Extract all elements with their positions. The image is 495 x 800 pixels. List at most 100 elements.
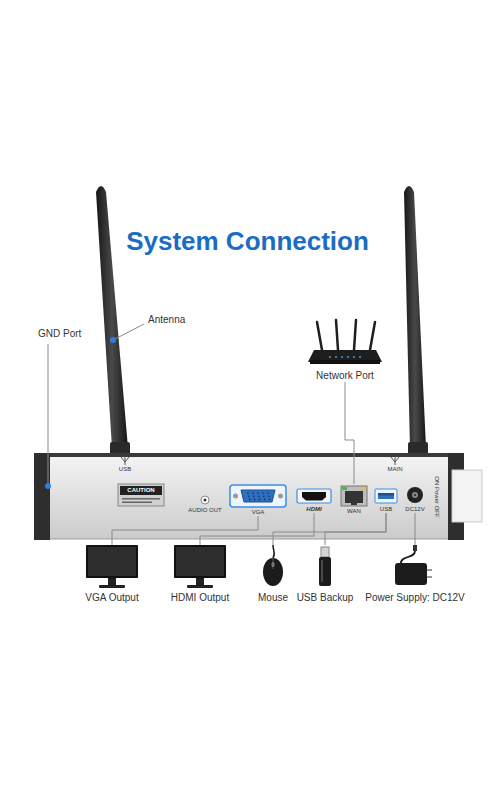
- node-label: HDMI: [306, 506, 321, 513]
- rear-panel: [40, 455, 458, 539]
- node-label: DC12V: [405, 506, 424, 513]
- monitor-neck: [108, 578, 116, 585]
- wan-icon: [338, 484, 370, 508]
- vga-icon: [228, 483, 288, 509]
- usb-plug: [321, 547, 329, 557]
- monitor-icon: [160, 545, 240, 589]
- caution-sticker: [118, 484, 164, 506]
- caution-text: CAUTION: [127, 487, 154, 494]
- vga-socket: [241, 490, 275, 502]
- panel-edge: [40, 453, 458, 457]
- sticker: [452, 470, 482, 522]
- mouse-wheel: [272, 562, 275, 567]
- vga-pin: [268, 495, 270, 497]
- node-label: Mouse: [258, 592, 288, 604]
- router-led: [329, 356, 331, 358]
- router-icon: [300, 318, 390, 370]
- hdmi-socket: [302, 492, 326, 501]
- antenna-port-label: USB: [119, 466, 131, 473]
- antenna-right: [404, 186, 426, 448]
- node-label: Power Supply: DC12V: [365, 592, 465, 604]
- diagram-title: System Connection: [0, 226, 495, 257]
- dc-plug: [413, 545, 417, 551]
- antenna-port-label: MAIN: [388, 466, 403, 473]
- monitor-icon: [72, 545, 152, 589]
- switch-label: ON Power OFF: [434, 476, 440, 517]
- callout-label: Antenna: [148, 314, 185, 326]
- rj45-tab: [351, 502, 357, 505]
- connector-line: [325, 513, 386, 545]
- sticker-line: [122, 498, 160, 500]
- vga-pin: [249, 499, 251, 501]
- leader-line: [113, 324, 144, 340]
- router-antenna: [370, 322, 375, 350]
- connector-line: [345, 382, 354, 484]
- monitor-screen: [176, 547, 224, 576]
- mouse-device: Mouse: [250, 545, 296, 604]
- connector-line: [415, 513, 416, 545]
- node-label: USB: [380, 506, 392, 513]
- callout-label: GND Port: [38, 328, 81, 340]
- node-label: VGA: [252, 509, 265, 516]
- vga-screw: [233, 494, 238, 499]
- network-router: Network Port: [300, 318, 390, 382]
- router-led: [335, 356, 337, 358]
- usb-frame: [375, 489, 397, 503]
- port-label: AUDIO OUT: [188, 507, 221, 514]
- vga-pin: [252, 492, 254, 494]
- vga-pin: [267, 492, 269, 494]
- monitor-foot: [99, 585, 125, 588]
- router-led: [353, 356, 355, 358]
- vga-pin: [264, 499, 266, 501]
- audio-jack-hole: [204, 499, 207, 502]
- usb-socket: [378, 493, 394, 499]
- stick-icon: [302, 545, 348, 589]
- adapter-icon: [355, 545, 475, 589]
- rj45-frame: [341, 486, 367, 506]
- monitor-bezel: [86, 545, 138, 578]
- wan-port: WAN: [338, 484, 370, 515]
- monitor-neck: [196, 578, 204, 585]
- vga-pin: [247, 492, 249, 494]
- connector-line: [200, 513, 314, 545]
- vga-pin: [253, 495, 255, 497]
- mouse-icon: [250, 545, 296, 589]
- adapter-body: [395, 563, 427, 585]
- leader-dot: [110, 337, 116, 343]
- rj45-led: [342, 487, 347, 490]
- node-label: VGA Output: [85, 592, 138, 604]
- audio-jack: [201, 496, 209, 504]
- usb-icon: [372, 486, 400, 506]
- node-label: HDMI Output: [171, 592, 229, 604]
- mouse-body: [263, 558, 283, 586]
- connector-line: [112, 516, 258, 545]
- dc-jack: [407, 487, 423, 503]
- vga-pin: [248, 495, 250, 497]
- usb-stick-body: [319, 557, 331, 586]
- vga-monitor: VGA Output: [72, 545, 152, 604]
- caution-band: [120, 486, 162, 495]
- power-jack: DC12V: [402, 484, 428, 513]
- antenna-left: [96, 186, 128, 448]
- router-antenna: [317, 322, 322, 350]
- hdmi-port: HDMI: [295, 486, 333, 513]
- monitor-foot: [187, 585, 213, 588]
- monitor-screen: [88, 547, 136, 576]
- usb-port: USB: [372, 486, 400, 513]
- rj45-opening: [345, 491, 363, 503]
- vga-pin: [254, 499, 256, 501]
- vga-pin: [259, 499, 261, 501]
- router-antenna: [354, 320, 356, 350]
- hdmi-icon: [295, 486, 333, 506]
- usb-drive: USB Backup: [297, 545, 354, 604]
- sticker-line: [122, 502, 152, 504]
- vga-frame: [230, 485, 286, 507]
- vga-pin: [258, 495, 260, 497]
- monitor-bezel: [174, 545, 226, 578]
- usb-stick-shine: [321, 560, 323, 582]
- vga-pin: [263, 495, 265, 497]
- node-label: USB Backup: [297, 592, 354, 604]
